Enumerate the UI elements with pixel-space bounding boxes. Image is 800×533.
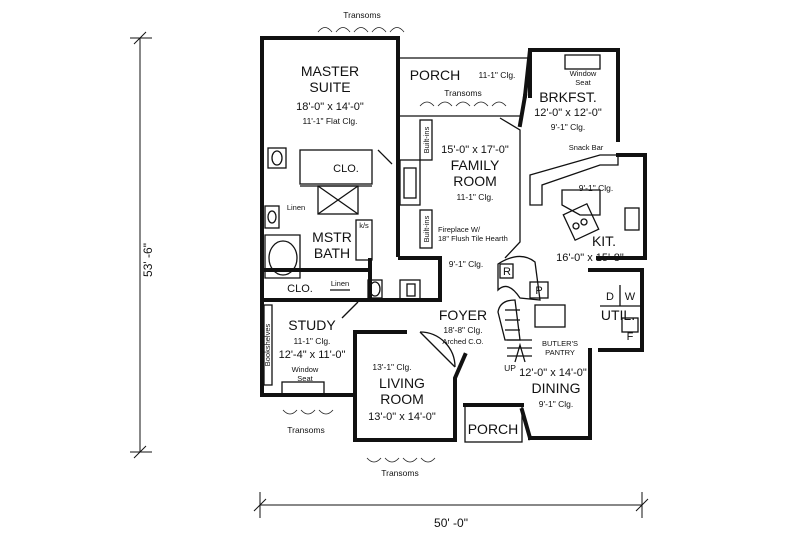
- window-seat-label-2: Seat: [575, 78, 591, 87]
- interior-fixtures: [263, 54, 640, 397]
- dining-ceiling: 9'-1" Clg.: [539, 399, 573, 409]
- dining-size: 12'-0" x 14'-0": [519, 367, 587, 379]
- linen-label-hall: Linen: [331, 279, 349, 288]
- kitchen-ceiling: 9'-1" Clg.: [579, 183, 613, 193]
- living-room-name: LIVING: [379, 375, 425, 391]
- porch-bottom-name: PORCH: [468, 421, 519, 437]
- dimension-lines: [130, 31, 649, 518]
- built-ins-label-top: Built-ins: [422, 126, 431, 153]
- study-window-seat-2: Seat: [297, 374, 313, 383]
- closet-label-top: CLO.: [333, 163, 359, 175]
- transoms-label-bottom: Transoms: [381, 468, 418, 478]
- kitchen-size: 16'-0" x 15'-8": [556, 252, 624, 264]
- master-bath-name-2: BATH: [314, 245, 350, 261]
- family-room-ceiling: 11-1" Clg.: [457, 192, 494, 202]
- w-label: W: [625, 291, 636, 303]
- living-room-name-2: ROOM: [380, 391, 424, 407]
- study-size: 12'-4" x 11'-0": [279, 349, 346, 361]
- master-suite-size: 18'-0" x 14'-0": [296, 101, 364, 113]
- foyer-note: Arched C.O.: [442, 337, 483, 346]
- porch-top-ceiling: 11-1" Clg.: [479, 70, 516, 80]
- window-seat-label: Window: [570, 69, 597, 78]
- master-suite-ceiling: 11'-1" Flat Clg.: [302, 116, 357, 126]
- butlers-pantry-label: BUTLER'S: [542, 339, 578, 348]
- brkfst-size: 12'-0" x 12'-0": [534, 107, 602, 119]
- util-name: UTIL.: [601, 307, 635, 323]
- fireplace-label: Fireplace W/: [438, 225, 481, 234]
- fireplace-label-2: 18" Flush Tile Hearth: [438, 234, 508, 243]
- exterior-walls: [260, 36, 647, 443]
- ks-label: k/s: [359, 221, 369, 230]
- dining-name: DINING: [532, 380, 581, 396]
- d-label: D: [606, 291, 614, 303]
- transoms-label-porch: Transoms: [444, 88, 481, 98]
- linen-label-bath: Linen: [287, 203, 305, 212]
- built-ins-label-bottom: Built-ins: [422, 215, 431, 242]
- porch-top-name: PORCH: [410, 67, 461, 83]
- width-dimension: 50' -0": [434, 516, 468, 530]
- transoms-label-study: Transoms: [287, 425, 324, 435]
- hall-ceiling: 9'-1" Clg.: [449, 259, 483, 269]
- master-suite-name: MASTER: [301, 63, 359, 79]
- master-bath-name: MSTR: [312, 229, 352, 245]
- master-suite-name-2: SUITE: [309, 79, 350, 95]
- p-label: P: [535, 285, 542, 297]
- brkfst-name: BRKFST.: [539, 89, 597, 105]
- r-label: R: [503, 266, 511, 278]
- brkfst-ceiling: 9'-1" Clg.: [551, 122, 585, 132]
- butlers-pantry-label-2: PANTRY: [545, 348, 575, 357]
- depth-dimension: 53' -6": [141, 243, 155, 277]
- foyer-name: FOYER: [439, 307, 487, 323]
- f-label: F: [627, 331, 634, 343]
- family-room-name: FAMILY: [451, 157, 500, 173]
- living-room-ceiling: 13'-1" Clg.: [372, 362, 411, 372]
- study-ceiling: 11-1" Clg.: [294, 336, 331, 346]
- bookshelves-label: Bookshelves: [263, 323, 272, 366]
- closet-label-bottom: CLO.: [287, 283, 313, 295]
- transoms-label-top: Transoms: [343, 10, 380, 20]
- transom-windows: [282, 27, 507, 463]
- kitchen-name: KIT.: [592, 233, 616, 249]
- living-room-size: 13'-0" x 14'-0": [368, 411, 436, 423]
- stairs-up-label: UP: [504, 363, 516, 373]
- family-room-name-2: ROOM: [453, 173, 497, 189]
- study-window-seat: Window: [292, 365, 319, 374]
- study-name: STUDY: [288, 317, 336, 333]
- foyer-ceiling: 18'-8" Clg.: [443, 325, 482, 335]
- snack-bar-label: Snack Bar: [569, 143, 604, 152]
- family-room-size: 15'-0" x 17'-0": [441, 144, 509, 156]
